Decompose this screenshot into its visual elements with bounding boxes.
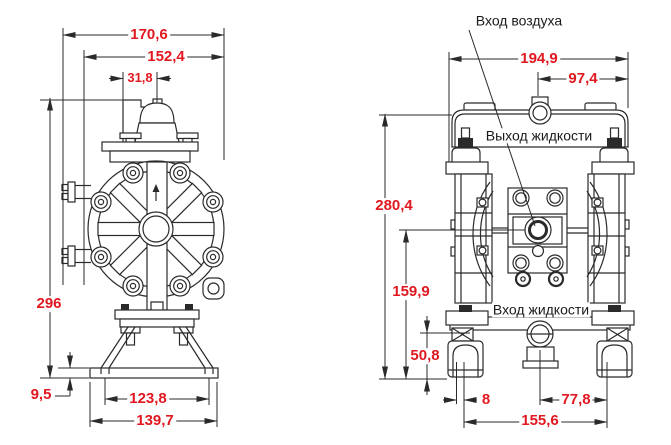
clamp-band-left [472, 181, 494, 287]
dim-front-air-inlet-height: 159,9 [390, 283, 432, 301]
air-valve-dome [139, 102, 175, 124]
label-air-inlet: Вход воздуха [474, 12, 564, 29]
dim-side-base-width: 139,7 [134, 412, 176, 430]
top-flange-bolt-right [176, 132, 199, 140]
dim-side-mount-slot-spacing: 123,8 [127, 390, 169, 408]
air-valve-block [134, 122, 180, 143]
foot-nut-left [451, 327, 474, 342]
label-liquid-outlet: Выход жидкости [484, 127, 594, 144]
dim-side-body-width: 152,4 [145, 48, 187, 66]
leg-left [447, 340, 484, 378]
hub [138, 211, 174, 247]
dim-front-overall-width: 194,9 [518, 50, 560, 68]
mount-tab [202, 277, 225, 300]
air-valve-plate [507, 187, 568, 288]
dim-side-overall-width: 170,6 [128, 26, 170, 44]
liquid-outlet-port [528, 101, 552, 125]
side-view-drawing [61, 98, 225, 379]
side-port-lower [61, 245, 91, 267]
air-inlet-leader-line [468, 29, 536, 227]
label-liquid-inlet: Вход жидкости [491, 301, 591, 318]
dim-side-overall-height: 296 [34, 295, 64, 313]
foot-nut-right [606, 327, 629, 342]
top-flange-bolt-left [119, 132, 142, 140]
dim-front-center-to-edge: 97,4 [566, 70, 600, 88]
leg-right [596, 340, 633, 378]
spokes [97, 182, 215, 276]
dim-front-foot-spacing: 155,6 [519, 412, 561, 430]
dim-side-base-plate-thickness: 9,5 [28, 386, 54, 404]
bolt-ring [90, 162, 224, 297]
top-flange [101, 141, 199, 152]
stand [89, 326, 219, 379]
bottom-flange [114, 309, 200, 320]
clamp-band-right [586, 181, 608, 287]
flow-arrow-icon [152, 184, 160, 192]
side-port-upper [61, 181, 91, 203]
chamber-column-left [450, 173, 493, 304]
dim-front-liquid-inlet-height: 50,8 [408, 347, 442, 365]
dim-front-center-to-foot: 77,8 [559, 391, 593, 409]
dim-side-air-valve-offset: 31,8 [125, 70, 155, 86]
dim-front-overall-height: 280,4 [373, 197, 415, 215]
dim-front-foot-slot-width: 8 [479, 391, 493, 409]
chamber-column-right [587, 173, 630, 304]
